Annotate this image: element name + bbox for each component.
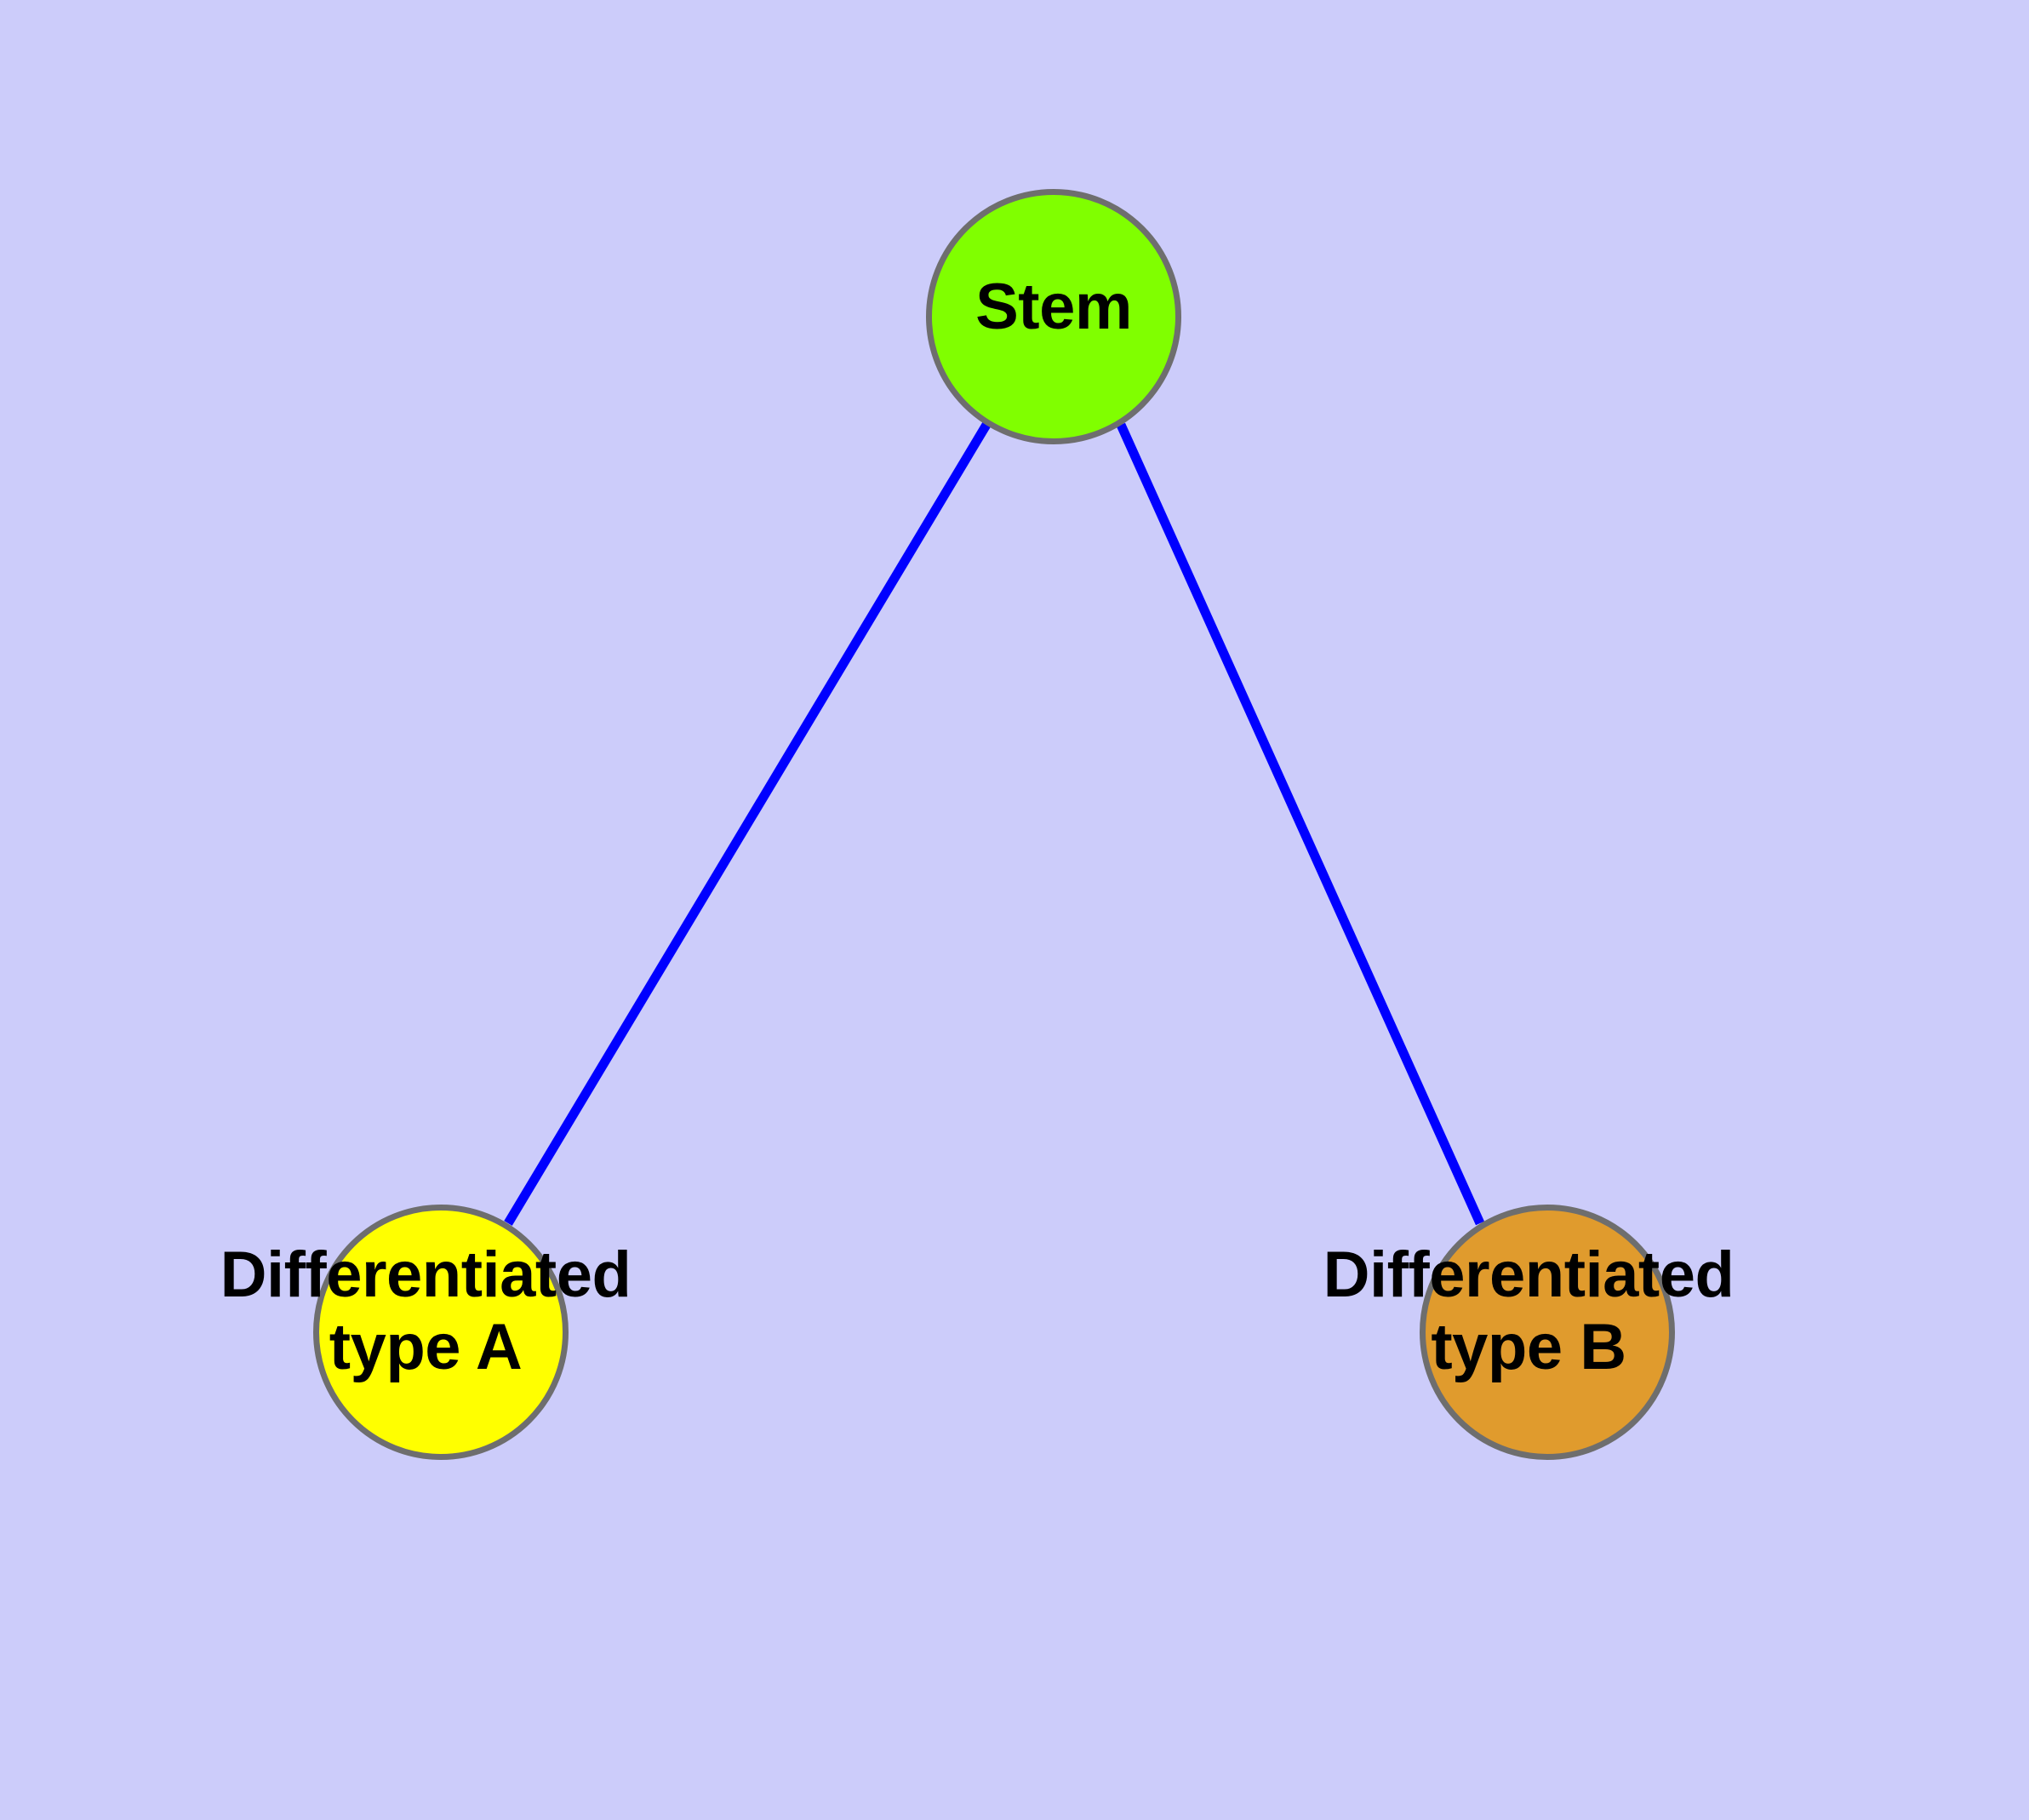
node-differentiated-type-a[interactable] (313, 1205, 569, 1460)
node-differentiated-type-b[interactable] (1420, 1205, 1675, 1460)
node-label-stem: Stem (975, 271, 1132, 343)
node-label-differentiated-type-a: Differentiated type A (220, 1239, 632, 1384)
node-stem[interactable] (926, 189, 1181, 444)
edge-stem-to-diff-a[interactable] (504, 422, 991, 1226)
edge-stem-to-diff-b[interactable] (1116, 422, 1485, 1226)
node-label-differentiated-type-b: Differentiated type B (1323, 1239, 1735, 1384)
